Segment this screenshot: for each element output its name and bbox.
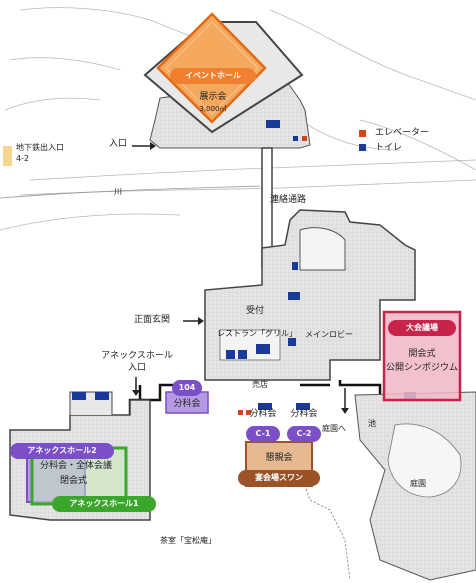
annex-entrance-label-2: 入口 <box>127 363 146 373</box>
banquet-pill[interactable]: 宴会場スワン <box>238 470 320 486</box>
direction-arrows <box>132 142 349 414</box>
c1-pill[interactable]: C-1 <box>246 426 280 442</box>
main-lobby-label: メインロビー <box>305 330 353 339</box>
river-label: 川 <box>114 187 122 196</box>
reception-label: 受付 <box>246 306 265 316</box>
main-hall-line1: 開会式 <box>408 349 436 359</box>
subway-exit-marker <box>3 146 12 166</box>
passage-label: 連絡通路 <box>270 195 307 205</box>
garden-area <box>299 391 476 581</box>
terrain-outline <box>0 7 476 231</box>
room-104-pill[interactable]: 104 <box>172 380 202 396</box>
event-hall-sub: 展示会 <box>199 92 227 102</box>
main-hall-line2: 公開シンポジウム <box>385 363 458 373</box>
restaurant-label: レストラン「グリル」 <box>217 329 297 338</box>
c2-sub: 分科会 <box>290 409 318 419</box>
entrance-label: 入口 <box>109 139 128 149</box>
elevator-icon <box>238 130 366 415</box>
c2-pill[interactable]: C-2 <box>287 426 321 442</box>
event-hall-pill[interactable]: イベントホール <box>170 68 256 84</box>
event-hall-area-size: 3,000㎡ <box>199 105 227 113</box>
annex-text-1: 分科会・全体会議 <box>40 461 113 471</box>
tea-house-label: 茶室「宝松庵」 <box>160 536 216 545</box>
river-line <box>0 185 261 199</box>
annex-text-2: 閉会式 <box>60 476 88 486</box>
pond-label: 池 <box>368 419 376 428</box>
annex-entrance-label: アネックスホール <box>101 351 173 361</box>
subway-exit-number: 4-2 <box>16 154 30 163</box>
annex-hall-1-pill[interactable]: アネックスホール1 <box>52 496 156 512</box>
banquet-sub: 懇親会 <box>265 453 293 463</box>
front-entrance-label: 正面玄関 <box>134 315 171 325</box>
c1-sub: 分科会 <box>249 409 277 419</box>
shop-label: 売店 <box>252 380 268 389</box>
subway-exit-label: 地下鉄出入口 <box>16 143 64 152</box>
to-garden-label: 庭園へ <box>322 424 346 433</box>
legend-elevator: エレベーター <box>375 128 430 138</box>
room-104-sub: 分科会 <box>173 399 201 409</box>
annex-hall-2-pill[interactable]: アネックスホール2 <box>10 443 114 459</box>
legend-toilet: トイレ <box>375 143 403 153</box>
main-hall-pill[interactable]: 大会議場 <box>388 320 456 336</box>
garden-label: 庭園 <box>410 479 426 488</box>
